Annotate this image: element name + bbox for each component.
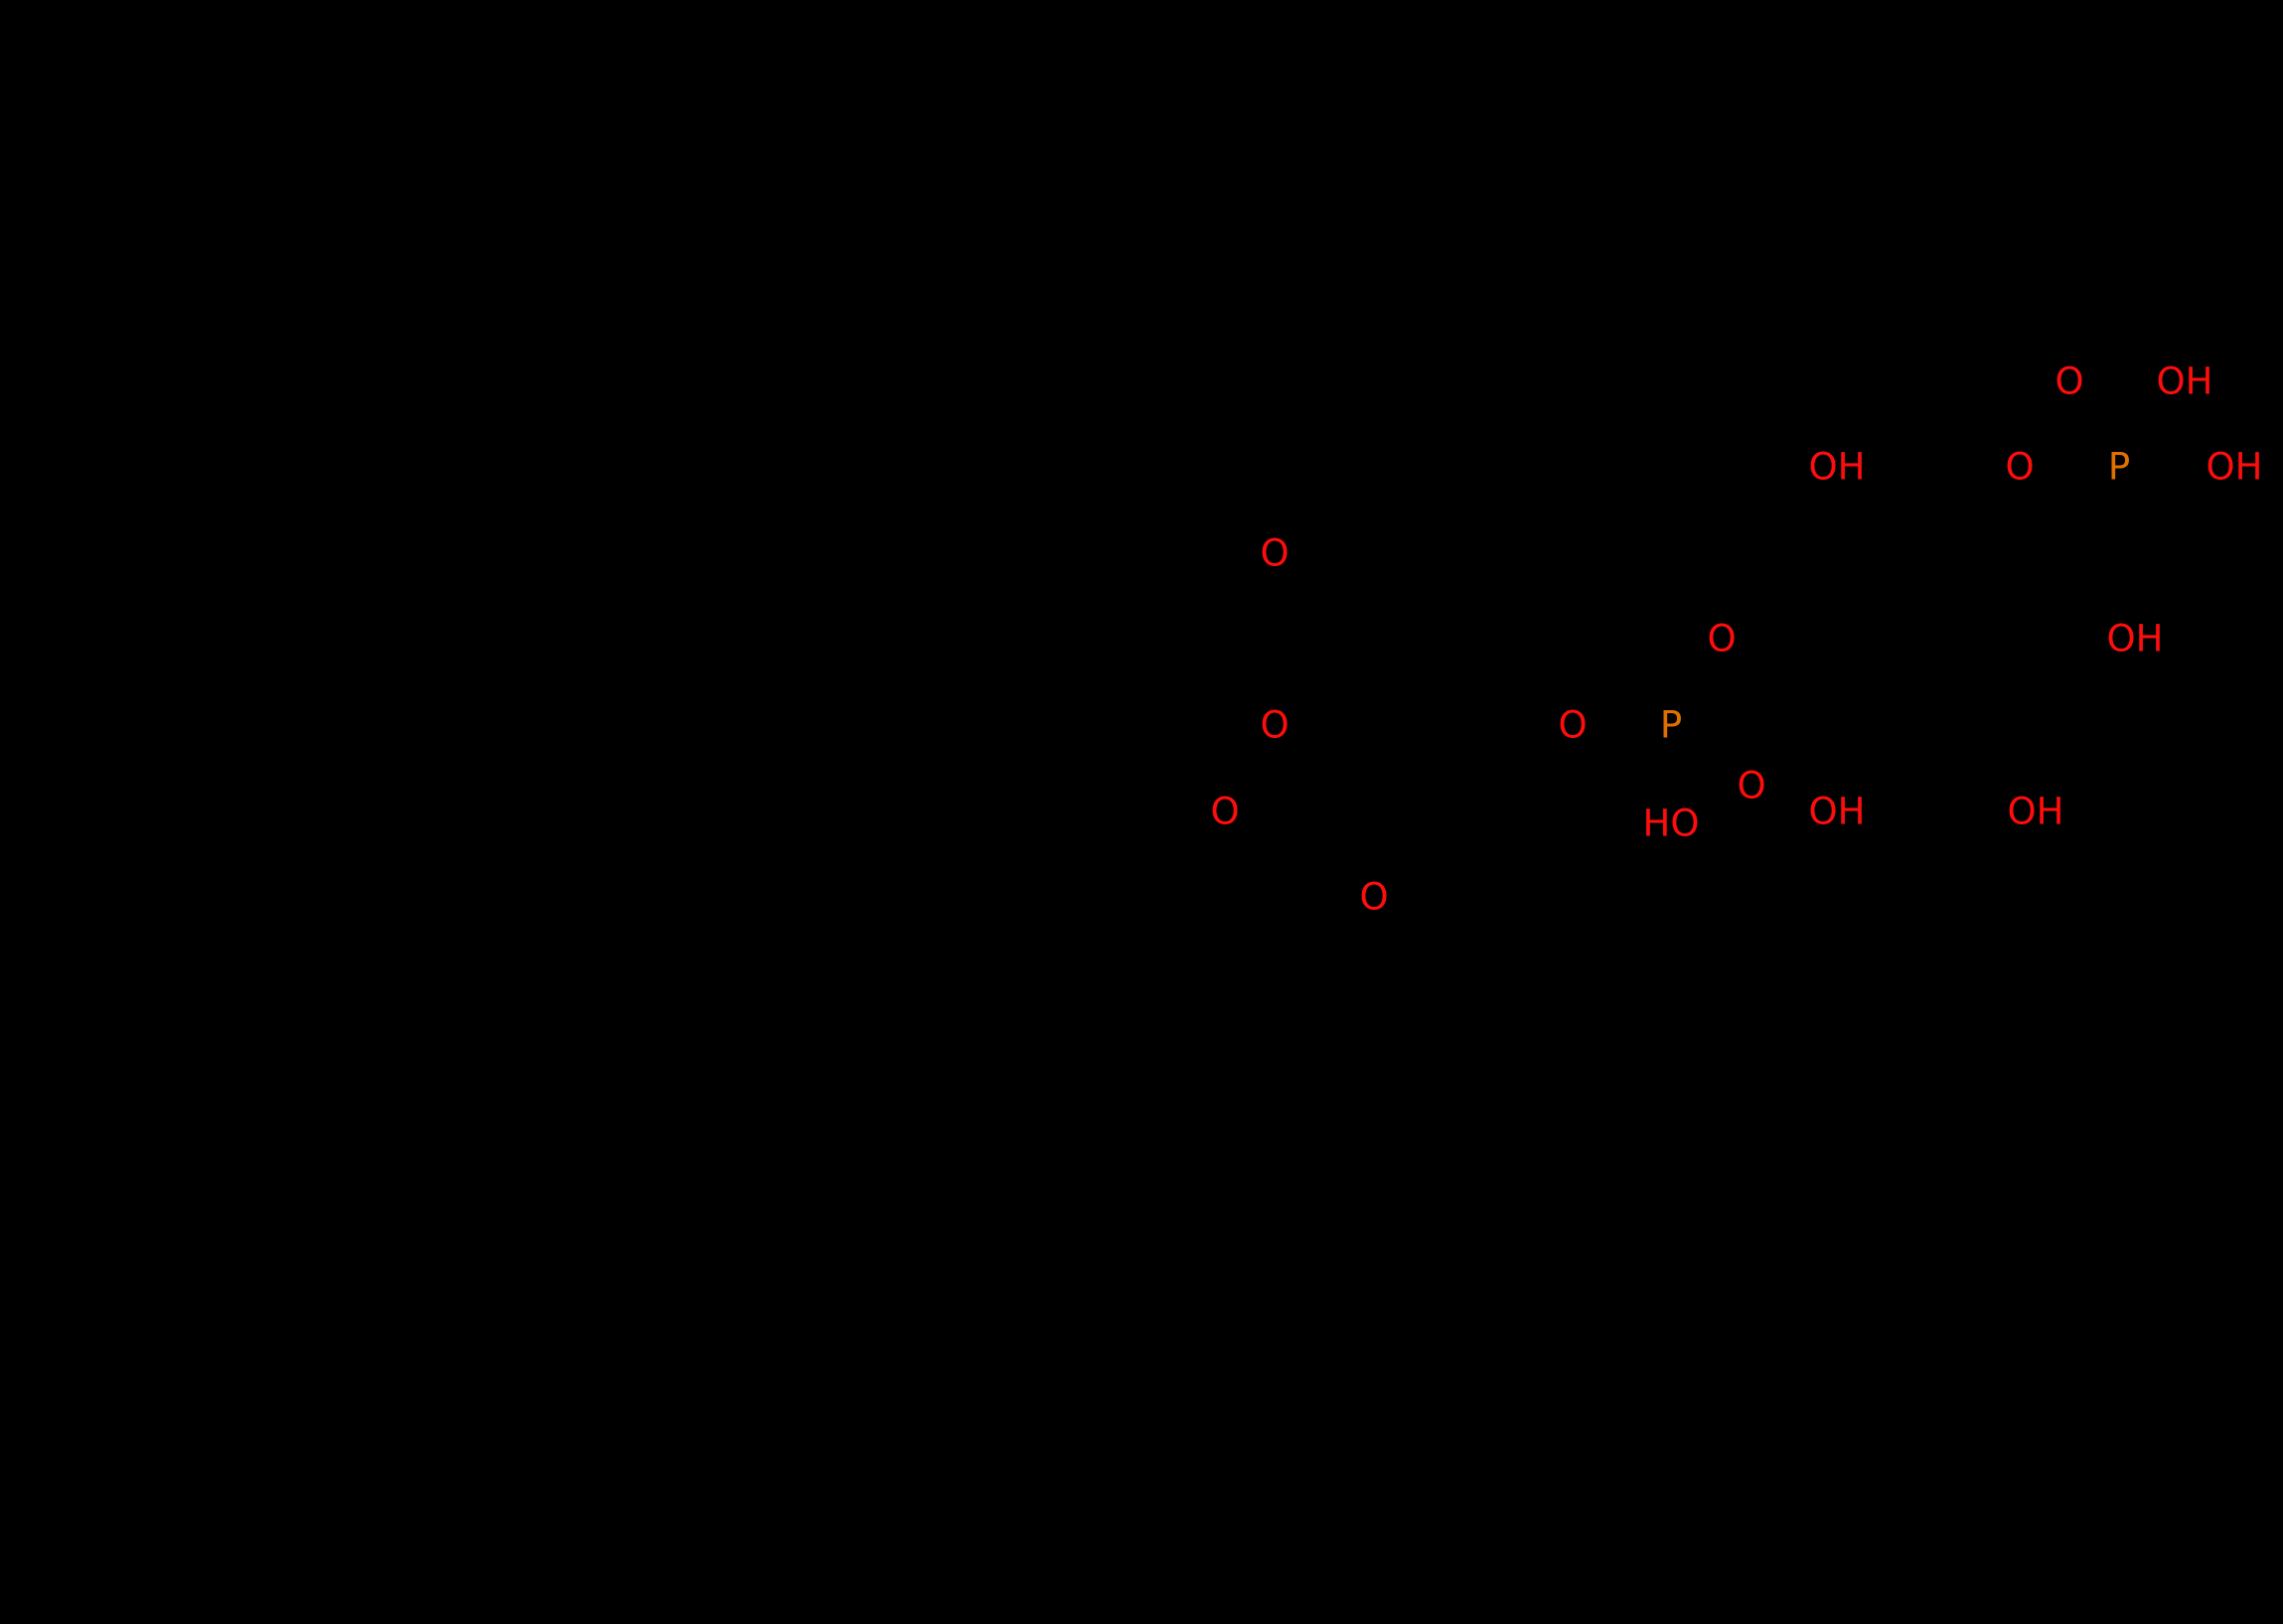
atom-label-o: OH (1808, 790, 1866, 833)
atom-label-o: OH (2007, 790, 2064, 833)
atom-label-o: OH (2156, 360, 2213, 403)
atom-label-o: O (2005, 445, 2035, 489)
atom-label-o: O (1359, 875, 1389, 919)
atom-label-o: O (1707, 617, 1737, 661)
atom-label-p: P (2107, 445, 2131, 489)
atom-label-o: HO (1642, 802, 1700, 845)
atom-label-o: O (2055, 360, 2084, 403)
atom-label-o: O (1260, 531, 1290, 575)
atom-label-o: O (1737, 764, 1766, 808)
atom-label-p: P (1659, 703, 1683, 747)
atom-label-o: O (1558, 703, 1588, 747)
atom-label-o: O (1210, 790, 1240, 833)
atom-label-o: OH (2206, 445, 2263, 489)
atom-label-o: OH (2106, 617, 2164, 661)
atom-label-o: O (1260, 703, 1290, 747)
atom-label-o: OH (1808, 445, 1866, 489)
